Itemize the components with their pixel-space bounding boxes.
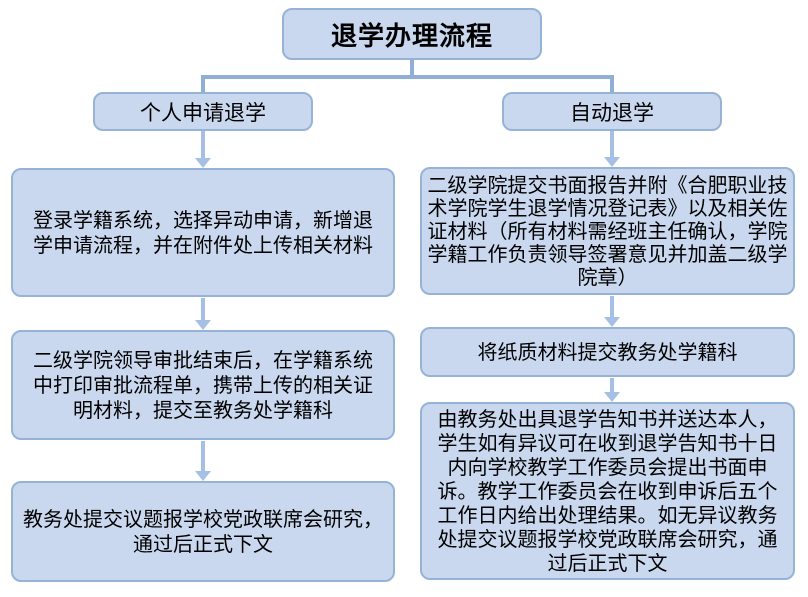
branch-header-automatic-withdrawal: 自动退学 xyxy=(502,92,722,131)
left-step-2-print-approval: 二级学院领导审批结束后，在学籍系统中打印审批流程单，携带上传的相关证明材料，提交… xyxy=(11,330,395,440)
right-step-1-written-report: 二级学院提交书面报告并附《合肥职业技术学院学生退学情况登记表》以及相关佐证材料（… xyxy=(420,167,795,295)
flowchart-title: 退学办理流程 xyxy=(282,8,542,60)
arrow-down-icon xyxy=(604,378,620,402)
arrow-down-icon xyxy=(604,131,620,167)
arrow-down-icon xyxy=(604,296,620,327)
arrow-down-icon xyxy=(195,441,211,481)
branch-header-personal-withdrawal: 个人申请退学 xyxy=(93,92,313,131)
connector-title-split xyxy=(201,60,614,92)
arrow-down-icon xyxy=(195,298,211,330)
right-step-3-notice-and-appeal: 由教务处出具退学告知书并送达本人，学生如有异议可在收到退学告知书十日内向学校教学… xyxy=(420,402,795,580)
arrow-down-icon xyxy=(195,131,211,168)
left-step-1-login-system: 登录学籍系统，选择异动申请，新增退学申请流程，并在附件处上传相关材料 xyxy=(11,168,395,297)
left-step-3-committee-review: 教务处提交议题报学校党政联席会研究，通过后正式下文 xyxy=(11,481,395,582)
right-step-2-submit-paper-materials: 将纸质材料提交教务处学籍科 xyxy=(420,327,795,377)
